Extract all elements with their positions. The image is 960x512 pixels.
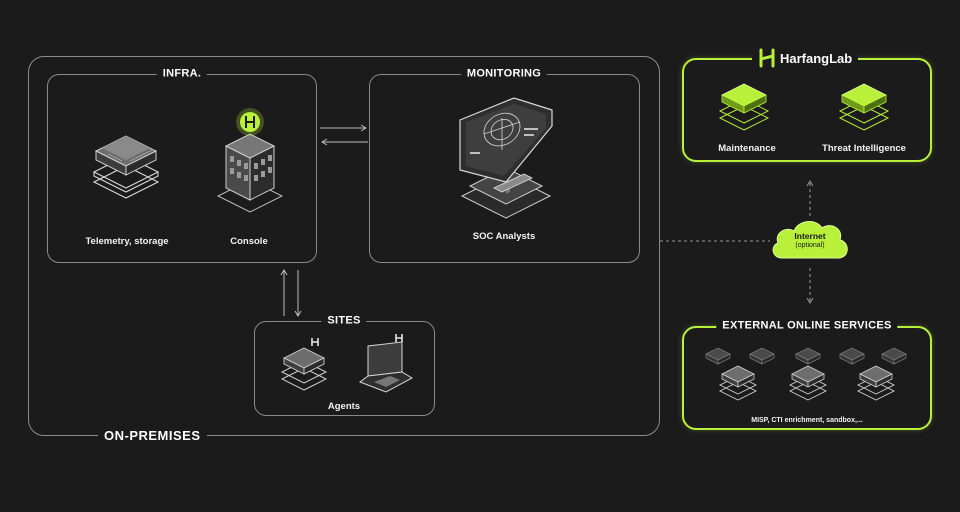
internet-label: Internet <box>794 231 826 241</box>
agent-laptop-icon <box>358 334 414 393</box>
agent-server-icon <box>280 338 328 391</box>
console-label: Console <box>230 236 268 247</box>
internet-sub-label: (optional) <box>795 242 825 249</box>
agents-label: Agents <box>327 401 361 412</box>
internet-cloud-icon <box>772 221 848 259</box>
external-servers-icon <box>705 347 907 401</box>
telemetry-label: Telemetry, storage <box>85 236 169 247</box>
infra-monitoring-arrows <box>320 124 368 146</box>
console-building-icon <box>216 108 284 213</box>
maintenance-server-icon <box>718 83 770 131</box>
sites-title: SITES <box>321 314 367 327</box>
on-premises-title: ON-PREMISES <box>98 427 207 443</box>
monitoring-title: MONITORING <box>460 67 548 80</box>
on-premises-frame <box>28 56 660 436</box>
soc-monitor-icon <box>459 97 553 219</box>
internet-link-dashed <box>660 240 770 242</box>
cloud-up-arrow <box>806 180 814 216</box>
threat-intelligence-label: Threat Intelligence <box>822 143 906 154</box>
maintenance-label: Maintenance <box>718 143 776 154</box>
infra-sites-arrows <box>280 269 302 317</box>
harfanglab-brand-name: HarfangLab <box>780 50 853 66</box>
telemetry-server-icon <box>92 135 160 199</box>
external-services-title: EXTERNAL ONLINE SERVICES <box>716 319 898 332</box>
threat-intelligence-server-icon <box>838 83 890 131</box>
cloud-down-arrow <box>806 268 814 304</box>
infra-title: INFRA. <box>156 67 208 80</box>
soc-analysts-label: SOC Analysts <box>472 231 536 242</box>
harfanglab-logo-icon <box>759 48 775 68</box>
external-services-caption: MISP, CTI enrichment, sandbox,... <box>751 417 863 424</box>
harfanglab-brand: HarfangLab <box>752 48 859 68</box>
internet-cloud: Internet (optional) <box>770 231 850 257</box>
